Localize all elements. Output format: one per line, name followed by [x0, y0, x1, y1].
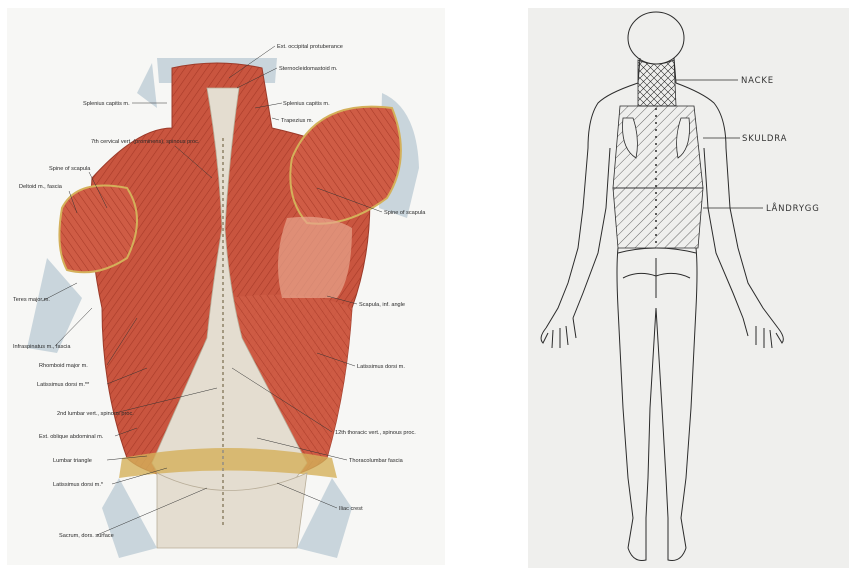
label-neck: NACKE — [741, 76, 774, 86]
label-ext-occipital: Ext. occipital protuberance — [277, 44, 343, 50]
deltoid-left — [59, 186, 137, 273]
label-thoracolumbar: Thoracolumbar fascia — [349, 458, 404, 464]
region-lower-back — [613, 188, 703, 248]
anatomy-illustration: Ext. occipital protuberance Sternocleido… — [7, 8, 445, 565]
label-deltoid: Deltoid m., fascia — [19, 184, 63, 190]
label-c7: 7th cervical vert. (prominens), spinous … — [91, 139, 200, 145]
label-infraspinatus: Infraspinatus m., fascia — [13, 344, 71, 350]
label-thoracic-vert: 12th thoracic vert., spinous proc. — [335, 430, 416, 436]
label-trapezius: Trapezius m. — [281, 118, 314, 124]
label-lumbar-vert: 2nd lumbar vert., spinous proc. — [57, 411, 134, 417]
label-ext-oblique: Ext. oblique abdominal m. — [39, 434, 104, 440]
region-neck — [638, 60, 676, 106]
label-sternocleidomastoid: Sternocleidomastoid m. — [279, 66, 338, 72]
pain-drawing: NACKE SKULDRA LÅNDRYGG — [528, 8, 849, 568]
label-iliac-crest: Iliac crest — [339, 506, 363, 512]
label-rhomboid: Rhomboid major m. — [39, 363, 88, 369]
label-sacrum: Sacrum, dors. surface — [59, 533, 114, 539]
label-scapula-angle: Scapula, inf. angle — [359, 302, 405, 308]
label-lower-back: LÅNDRYGG — [766, 202, 820, 214]
label-latissimus-left-2: Latissimus dorsi m.* — [53, 482, 104, 488]
anatomy-illustration-panel: Ext. occipital protuberance Sternocleido… — [7, 8, 445, 565]
label-latissimus-right: Latissimus dorsi m. — [357, 364, 405, 370]
label-splenius-right: Splenius capitis m. — [283, 101, 330, 107]
label-teres: Teres major m. — [13, 297, 50, 303]
label-shoulders: SKULDRA — [742, 134, 787, 144]
label-spine-scapula-left: Spine of scapula — [49, 166, 91, 172]
label-spine-scapula-right: Spine of scapula — [384, 210, 426, 216]
head-outline — [628, 12, 684, 64]
pain-drawing-panel: NACKE SKULDRA LÅNDRYGG — [528, 8, 849, 568]
label-splenius-left: Splenius capitis m. — [83, 101, 130, 107]
scapula-right — [278, 217, 352, 298]
label-lumbar-triangle: Lumbar triangle — [53, 458, 92, 464]
label-latissimus-left-1: Latissimus dorsi m.** — [37, 382, 90, 388]
